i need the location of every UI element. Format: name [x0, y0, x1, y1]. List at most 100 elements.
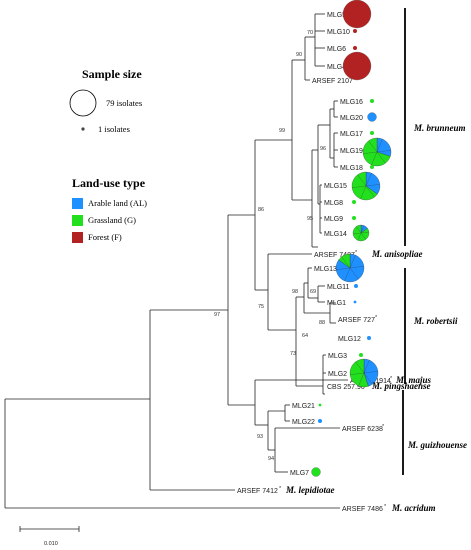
- tip-mlg10: MLG10: [327, 29, 350, 36]
- clade-annotations: M. brunneum M. robertsii M. guizhouense …: [285, 8, 467, 513]
- pie-mlg16: [370, 99, 374, 103]
- bootstrap-96: 96: [320, 146, 326, 152]
- tip-mlg8: MLG8: [324, 200, 343, 207]
- bootstrap-88: 88: [319, 320, 325, 326]
- pie-slice: [354, 284, 358, 288]
- bootstrap-99: 99: [279, 128, 285, 134]
- pie-slice: [342, 0, 372, 29]
- legend-small-label: 1 isolates: [98, 124, 130, 134]
- pie-slice: [338, 253, 351, 269]
- pie-sector-line: [357, 174, 367, 187]
- tip-mlg3: MLG3: [328, 353, 347, 360]
- pie-slice: [353, 46, 357, 50]
- pie-sector-line: [360, 185, 367, 199]
- tip-arsef-7486: ARSEF 7486: [342, 506, 383, 513]
- legend-label-forest: Forest (F): [88, 232, 122, 242]
- pie-mlg20: [367, 112, 377, 122]
- bootstrap-69: 69: [310, 289, 316, 295]
- pie-sector-line: [365, 173, 372, 187]
- bootstrap-70: 70: [307, 30, 313, 36]
- pie-sector-line: [344, 267, 351, 281]
- pie-slice: [367, 112, 377, 122]
- legend-label-grassland: Grassland (G): [88, 215, 136, 225]
- pie-sector-line: [350, 372, 365, 375]
- pie-mlg7: [311, 467, 321, 477]
- pie-mlg9: [352, 216, 356, 220]
- pie-slice: [353, 29, 357, 33]
- bootstrap-90: 90: [296, 52, 302, 58]
- tip-arsef-7487: ARSEF 7487: [314, 252, 355, 259]
- pie-slice: [370, 165, 374, 169]
- pie-sector-line: [352, 185, 367, 188]
- pie-mlg8: [352, 200, 356, 204]
- pie-sector-line: [360, 231, 369, 234]
- legend: Sample size 79 isolates 1 isolates Land-…: [69, 67, 147, 243]
- species-label-acridum: M. acridum: [391, 503, 436, 513]
- tip-mlg18: MLG18: [340, 165, 363, 172]
- pie-sector-line: [349, 267, 359, 280]
- type-marker-7487: *: [355, 250, 358, 256]
- pie-sector-line: [353, 232, 362, 235]
- clade-label-guizhouense: M. guizhouense: [407, 440, 467, 450]
- tip-mlg1: MLG1: [327, 300, 346, 307]
- type-marker-7412: *: [279, 486, 282, 492]
- bootstrap-97: 97: [214, 312, 220, 318]
- tip-mlg13: MLG13: [314, 266, 337, 273]
- legend-small-dot: [81, 127, 85, 131]
- pie-mlg1: [353, 300, 357, 304]
- bootstrap-86: 86: [258, 207, 264, 213]
- pie-slice: [363, 358, 379, 387]
- bootstrap-98: 98: [292, 289, 298, 295]
- pie-sector-line: [360, 232, 366, 240]
- pie-mlg10: [353, 29, 357, 33]
- pie-slice: [367, 336, 371, 340]
- pie-mlg17: [370, 131, 374, 135]
- pie-slice: [352, 200, 356, 204]
- species-label-lepidiotae: M. lepidiotae: [285, 485, 335, 495]
- pie-mlg14: [352, 224, 370, 242]
- tip-mlg19: MLG19: [340, 148, 363, 155]
- pie-sector-line: [341, 256, 351, 269]
- pie-slice: [349, 358, 369, 388]
- tip-mlg17: MLG17: [340, 131, 363, 138]
- pie-sector-line: [363, 371, 378, 374]
- tip-arsef-6238: ARSEF 6238: [342, 426, 383, 433]
- type-marker-727: *: [375, 315, 378, 321]
- pie-slice: [353, 300, 357, 304]
- pie-mlg11: [354, 284, 358, 288]
- pie-slice: [311, 467, 321, 477]
- pie-sector-line: [356, 226, 362, 234]
- pie-sector-line: [368, 140, 378, 153]
- pie-mlg18: [370, 165, 374, 169]
- pie-sector-line: [349, 266, 364, 269]
- tip-arsef-727: ARSEF 727: [338, 317, 375, 324]
- bootstrap-73: 73: [290, 351, 296, 357]
- pie-slice: [370, 99, 374, 103]
- tip-arsef-2107: ARSEF 2107: [312, 78, 353, 85]
- scale-bar-label: 0.010: [44, 541, 58, 547]
- pie-slice: [342, 51, 372, 81]
- tip-mlg12: MLG12: [338, 336, 361, 343]
- clade-label-brunneum: M. brunneum: [413, 123, 466, 133]
- type-marker-1914: *: [390, 376, 393, 382]
- pie-slice: [318, 419, 322, 423]
- pie-sector-line: [365, 185, 375, 198]
- species-label-majus: M. majus: [395, 375, 432, 385]
- legend-large-circle: [69, 89, 97, 117]
- bootstrap-94: 94: [268, 456, 274, 462]
- pie-mlg19: [362, 137, 392, 167]
- bootstrap-93: 93: [257, 434, 263, 440]
- pie-mlg6: [353, 46, 357, 50]
- clade-label-robertsii: M. robertsii: [413, 316, 458, 326]
- pie-sector-line: [363, 151, 378, 154]
- pie-sector-line: [349, 255, 356, 269]
- legend-sample-size-title: Sample size: [82, 67, 142, 81]
- species-label-pingshaense: M. pingshaense: [371, 381, 431, 391]
- tip-mlg21: MLG21: [292, 403, 315, 410]
- legend-label-arable: Arable land (AL): [88, 198, 147, 208]
- tip-mlg6: MLG6: [327, 46, 346, 53]
- tip-mlg5: MLG5: [327, 12, 346, 19]
- pie-slice: [370, 131, 374, 135]
- scale-bar: 0.010: [19, 526, 80, 547]
